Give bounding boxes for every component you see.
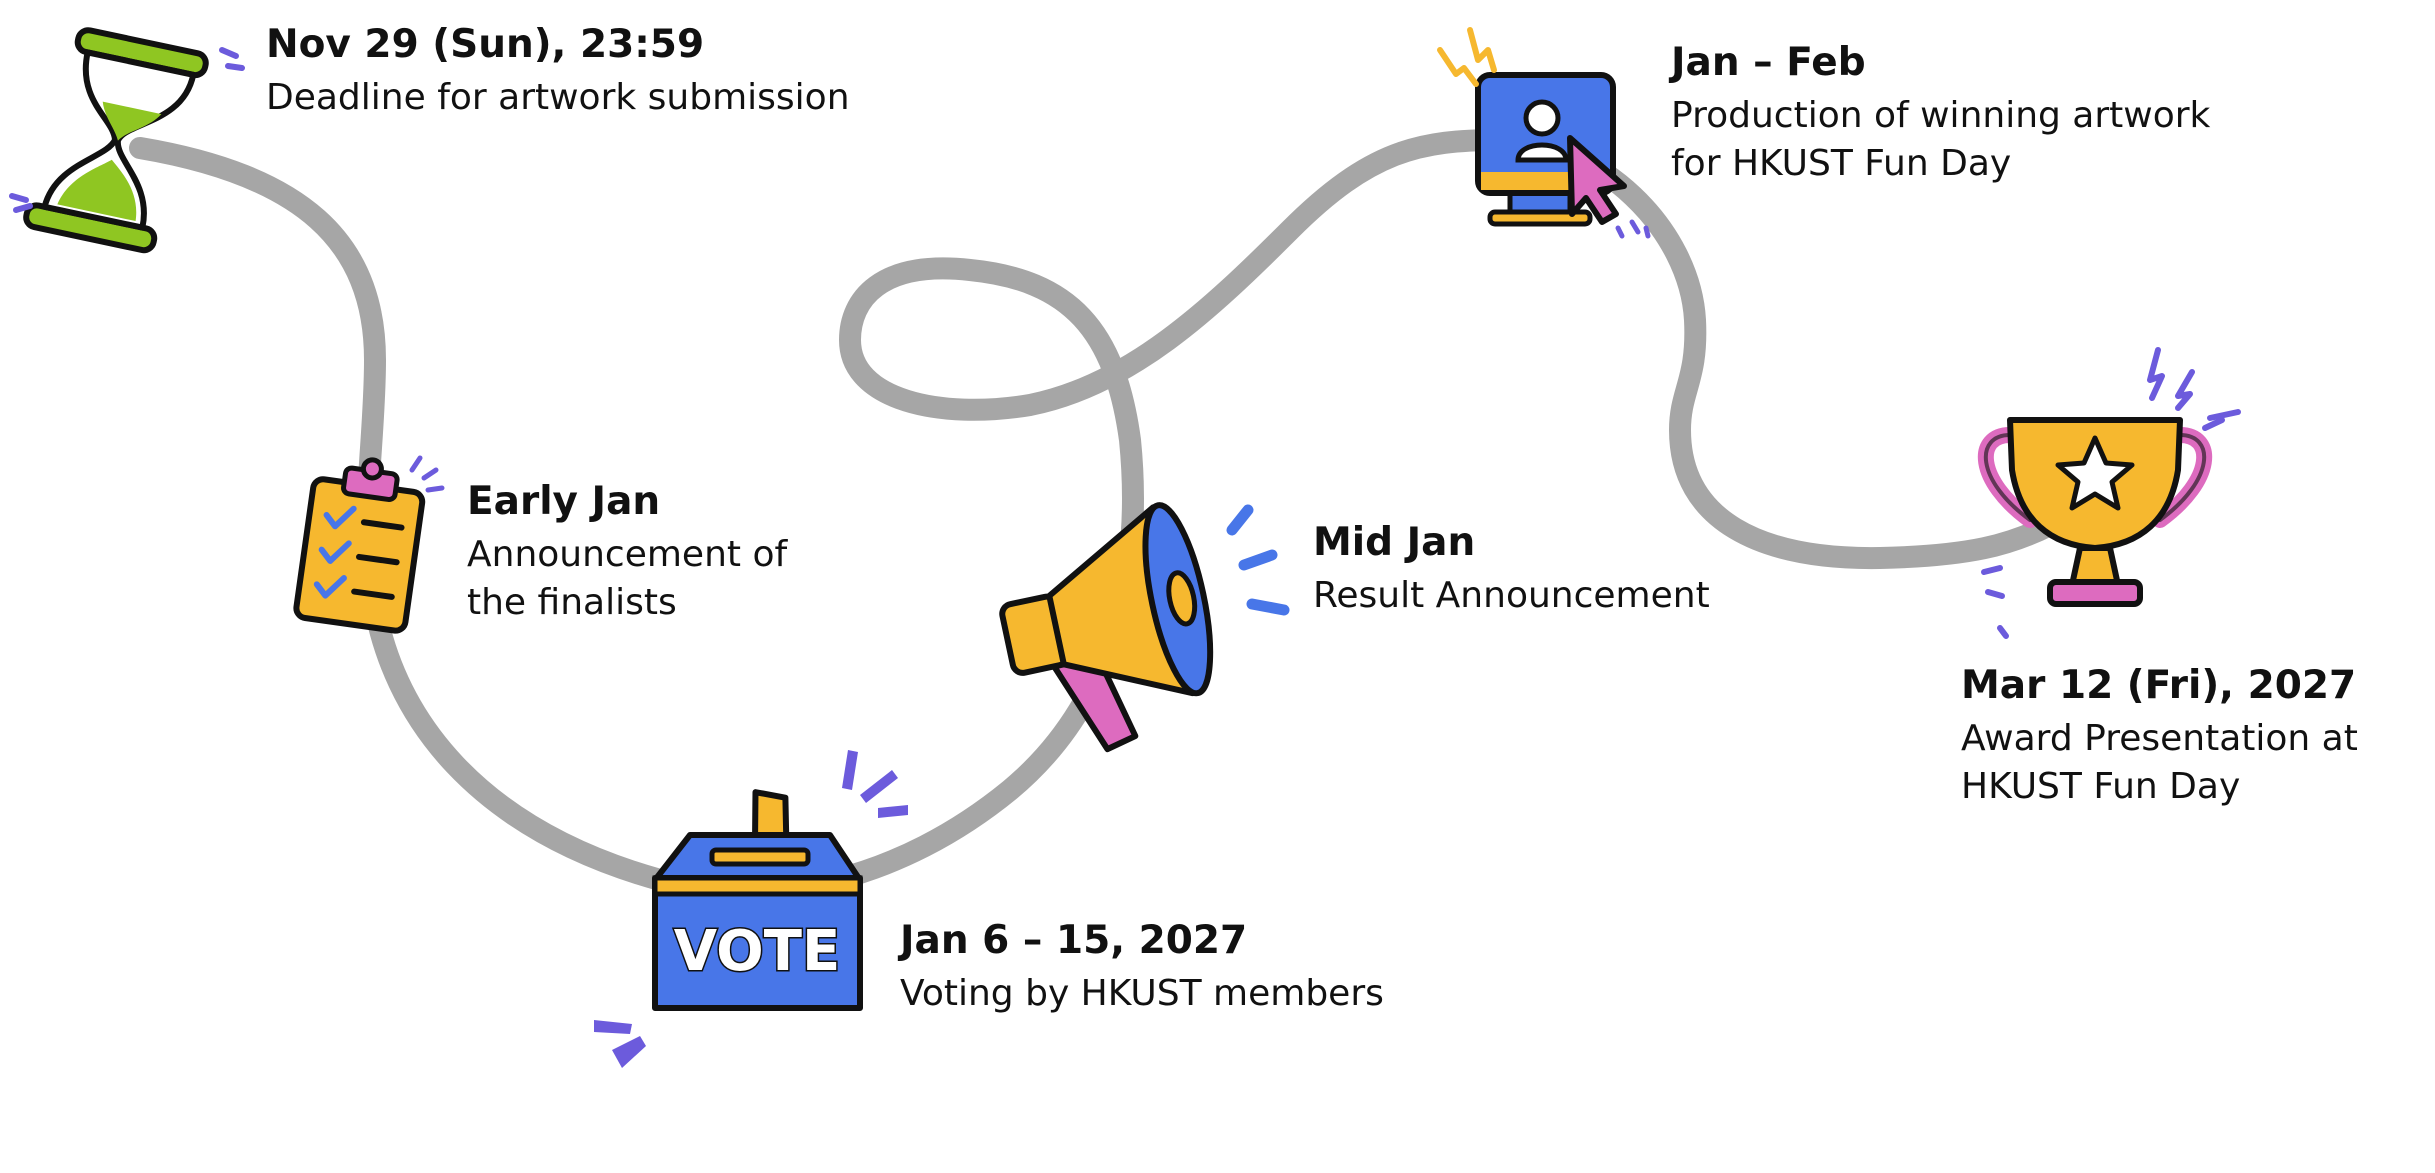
ballot-box-sparks	[594, 750, 908, 1068]
ballot-box-icon: VOTE	[652, 789, 863, 1011]
clipboard-sparks	[409, 455, 445, 493]
monitor-cursor-icon	[1475, 72, 1627, 227]
milestone-voting: Jan 6 – 15, 2027 Voting by HKUST members	[900, 921, 1384, 1018]
milestone-production: Jan – Feb Production of winning artwork …	[1671, 43, 2210, 188]
milestone-deadline: Nov 29 (Sun), 23:59 Deadline for artwork…	[266, 25, 850, 122]
timeline-path	[129, 128, 2061, 903]
milestone-date: Jan – Feb	[1671, 40, 1866, 85]
milestone-finalists: Early Jan Announcement of the finalists	[467, 482, 787, 627]
milestone-date: Nov 29 (Sun), 23:59	[266, 22, 705, 67]
milestone-date: Mid Jan	[1313, 520, 1476, 565]
hourglass-icon	[23, 27, 209, 254]
megaphone-sparks	[1226, 504, 1290, 616]
milestone-description: Award Presentation at HKUST Fun Day	[1961, 718, 2358, 807]
milestone-date: Jan 6 – 15, 2027	[900, 918, 1248, 963]
hourglass-sparks	[9, 47, 245, 213]
milestone-date: Early Jan	[467, 479, 661, 524]
megaphone-icon	[999, 502, 1214, 753]
monitor-sparks	[1437, 27, 1651, 239]
trophy-icon	[1977, 417, 2213, 607]
milestone-description: Voting by HKUST members	[900, 973, 1384, 1014]
milestone-description: Production of winning artwork for HKUST …	[1671, 95, 2211, 184]
milestone-description: Result Announcement	[1313, 575, 1710, 616]
milestone-date: Mar 12 (Fri), 2027	[1961, 663, 2357, 708]
clipboard-icon	[293, 457, 426, 634]
milestone-description: Announcement of the finalists	[467, 534, 788, 623]
milestone-result: Mid Jan Result Announcement	[1313, 523, 1710, 620]
milestone-award: Mar 12 (Fri), 2027 Award Presentation at…	[1961, 666, 2358, 811]
vote-box-text: VOTE	[674, 919, 840, 984]
trophy-sparks	[1981, 347, 2241, 639]
milestone-description: Deadline for artwork submission	[266, 77, 850, 118]
